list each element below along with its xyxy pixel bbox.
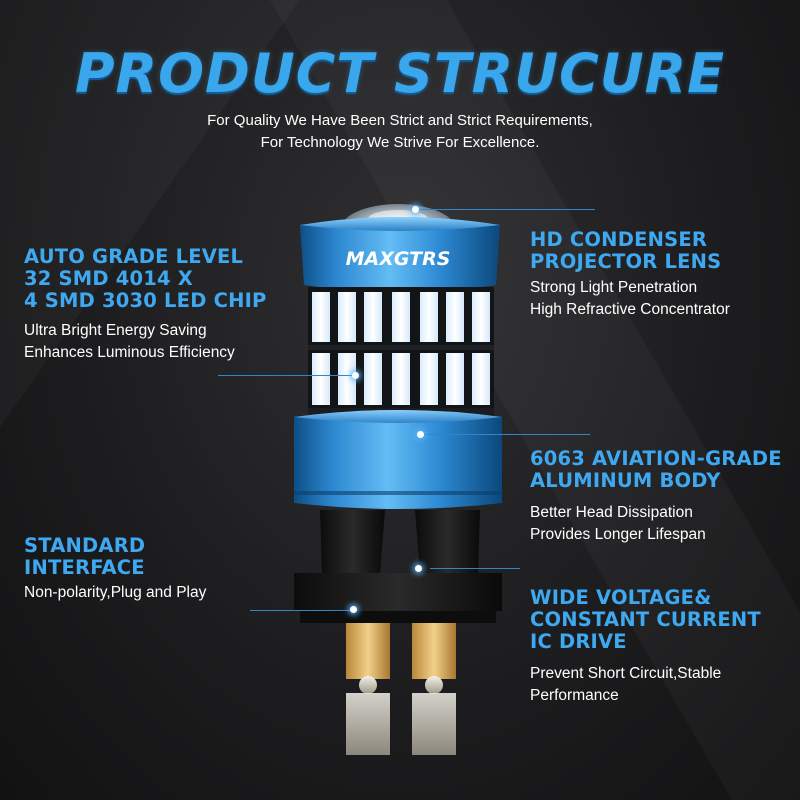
callout-dot-interface	[350, 606, 357, 613]
feature-body-title-1: 6063 AVIATION-GRADE	[530, 447, 782, 470]
feature-driver: WIDE VOLTAGE& CONSTANT CURRENT IC DRIVE …	[530, 587, 761, 707]
callout-line-led	[218, 375, 356, 376]
feature-led-chip-desc-2: Enhances Luminous Efficiency	[24, 344, 235, 361]
callout-line-lens	[415, 209, 595, 210]
terminal-right	[412, 623, 456, 679]
subtitle-line-1: For Quality We Have Been Strict and Stri…	[207, 112, 593, 129]
feature-led-chip-title-3: 4 SMD 3030 LED CHIP	[24, 289, 267, 312]
callout-line-body	[420, 434, 590, 435]
led-row-lower	[312, 353, 490, 405]
callout-dot-led	[352, 372, 359, 379]
led-row-upper	[312, 292, 490, 342]
feature-interface: STANDARD INTERFACE Non-polarity,Plug and…	[24, 535, 206, 604]
feature-lens-title-2: PROJECTOR LENS	[530, 250, 722, 273]
brand-logo: MAXGTRS	[346, 248, 451, 270]
feature-interface-title-2: INTERFACE	[24, 556, 145, 579]
callout-line-driver	[430, 568, 520, 569]
socket-leg-left	[320, 510, 385, 575]
feature-led-chip: AUTO GRADE LEVEL 32 SMD 4014 X 4 SMD 303…	[24, 246, 267, 364]
aluminum-cap	[300, 217, 500, 292]
subtitle-line-2: For Technology We Strive For Excellence.	[260, 134, 540, 151]
socket-leg-right	[415, 510, 480, 575]
feature-driver-title-3: IC DRIVE	[530, 630, 627, 653]
page-title: PRODUCT STRUCURE	[74, 42, 726, 105]
feature-body-desc-2: Provides Longer Lifespan	[530, 526, 706, 543]
terminal-left	[346, 623, 390, 679]
feature-driver-title-2: CONSTANT CURRENT	[530, 608, 761, 631]
callout-line-interface	[250, 610, 352, 611]
feature-lens-desc-2: High Refractive Concentrator	[530, 301, 730, 318]
socket-base	[294, 573, 502, 611]
feature-lens: HD CONDENSER PROJECTOR LENS Strong Light…	[530, 229, 730, 321]
feature-body-title-2: ALUMINUM BODY	[530, 469, 721, 492]
feature-lens-desc-1: Strong Light Penetration	[530, 279, 698, 296]
callout-dot-lens	[412, 206, 419, 213]
feature-interface-title-1: STANDARD	[24, 534, 146, 557]
feature-led-chip-title-1: AUTO GRADE LEVEL	[24, 245, 244, 268]
feature-driver-desc-1: Prevent Short Circuit,Stable	[530, 665, 722, 682]
feature-led-chip-title-2: 32 SMD 4014 X	[24, 267, 194, 290]
feature-body: 6063 AVIATION-GRADE ALUMINUM BODY Better…	[530, 448, 782, 546]
feature-led-chip-desc-1: Ultra Bright Energy Saving	[24, 322, 207, 339]
feature-lens-title-1: HD CONDENSER	[530, 228, 708, 251]
callout-dot-body	[417, 431, 424, 438]
led-bulb-illustration: MAXGTRS	[294, 204, 502, 755]
callout-dot-driver	[415, 565, 422, 572]
feature-driver-desc-2: Performance	[530, 687, 619, 704]
feature-body-desc-1: Better Head Dissipation	[530, 504, 693, 521]
feature-interface-desc-1: Non-polarity,Plug and Play	[24, 584, 207, 601]
feature-driver-title-1: WIDE VOLTAGE&	[530, 586, 712, 609]
